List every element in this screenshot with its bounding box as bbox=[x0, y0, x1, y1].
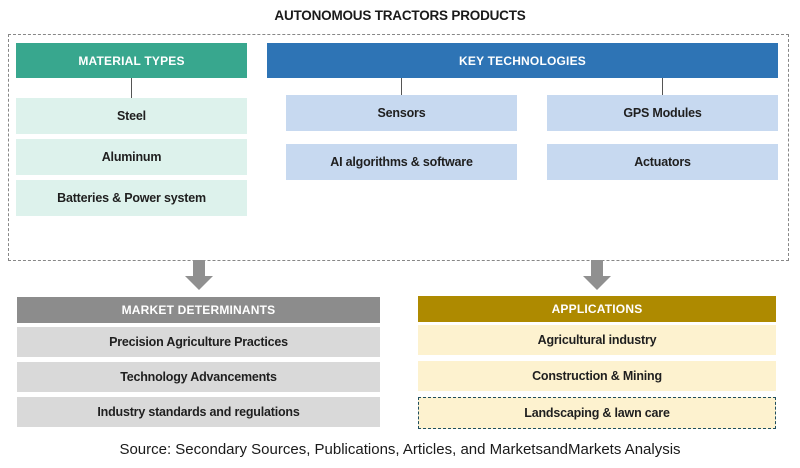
technology-item-sensors: Sensors bbox=[286, 95, 517, 131]
application-item-agricultural-industry: Agricultural industry bbox=[418, 325, 776, 355]
technology-item-gps-modules: GPS Modules bbox=[547, 95, 778, 131]
products-panel-border bbox=[8, 34, 789, 261]
market-determinants-header: MARKET DETERMINANTS bbox=[17, 297, 380, 323]
arrow-head bbox=[185, 276, 213, 290]
material-item-batteries: Batteries & Power system bbox=[16, 180, 247, 216]
source-note: Source: Secondary Sources, Publications,… bbox=[119, 441, 681, 458]
material-item-steel: Steel bbox=[16, 98, 247, 134]
determinant-item-industry-standards: Industry standards and regulations bbox=[17, 397, 380, 427]
down-arrow bbox=[583, 260, 611, 290]
arrow-shaft bbox=[193, 260, 205, 276]
technology-item-actuators: Actuators bbox=[547, 144, 778, 180]
material-types-header: MATERIAL TYPES bbox=[16, 43, 247, 78]
application-item-construction-mining: Construction & Mining bbox=[418, 361, 776, 391]
arrow-head bbox=[583, 276, 611, 290]
determinant-item-technology-advancements: Technology Advancements bbox=[17, 362, 380, 392]
connector-line bbox=[401, 78, 402, 95]
technology-item-ai-algorithms: AI algorithms & software bbox=[286, 144, 517, 180]
application-item-landscaping-lawn-care: Landscaping & lawn care bbox=[418, 397, 776, 429]
arrow-shaft bbox=[591, 260, 603, 276]
connector-line bbox=[662, 78, 663, 95]
down-arrow bbox=[185, 260, 213, 290]
determinant-item-precision-agriculture: Precision Agriculture Practices bbox=[17, 327, 380, 357]
material-item-aluminum: Aluminum bbox=[16, 139, 247, 175]
diagram-title: AUTONOMOUS TRACTORS PRODUCTS bbox=[274, 8, 526, 23]
applications-header: APPLICATIONS bbox=[418, 296, 776, 322]
key-technologies-header: KEY TECHNOLOGIES bbox=[267, 43, 778, 78]
connector-line bbox=[131, 78, 132, 98]
